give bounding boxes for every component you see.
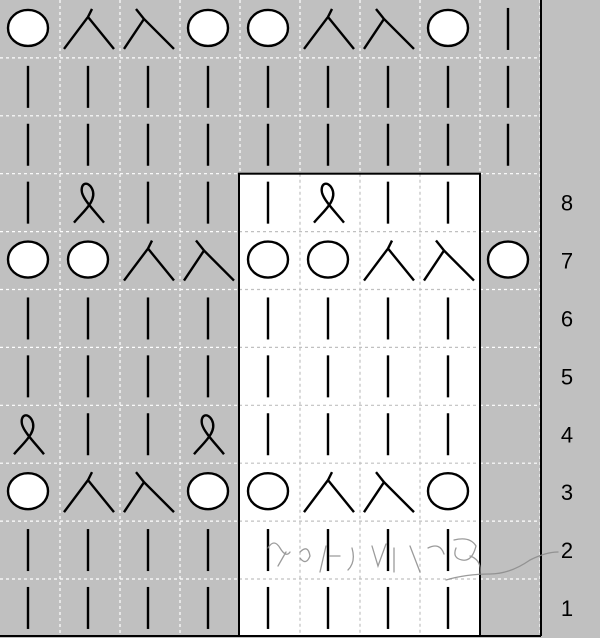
left-decrease-symbol	[183, 239, 235, 282]
yarn-over-circle-symbol	[306, 240, 350, 279]
row-number-label: 8	[561, 191, 573, 216]
right-decrease-symbol	[303, 471, 355, 513]
twisted-stitch-symbol	[73, 182, 105, 224]
row-number-label: 2	[561, 538, 573, 563]
chart-border	[0, 0, 542, 637]
yarn-over-circle-symbol	[486, 240, 530, 279]
right-decrease-symbol	[123, 240, 175, 282]
yarn-over-circle-symbol	[246, 8, 290, 48]
yarn-over-circle-symbol	[426, 471, 470, 511]
right-decrease-symbol	[63, 471, 115, 513]
yarn-over-circle-symbol	[6, 8, 50, 48]
yarn-over-circle-symbol	[66, 240, 110, 279]
right-decrease-symbol	[63, 8, 115, 50]
row-number-labels: 8 7 6 5 4 3 2 1	[561, 191, 573, 621]
yarn-over-circle-symbol	[246, 240, 290, 279]
watermark-signature-scribble	[267, 538, 559, 581]
yarn-over-circle-symbol	[186, 471, 230, 511]
twisted-stitch-symbol	[313, 182, 345, 224]
left-decrease-symbol	[123, 8, 175, 50]
row-number-label: 1	[561, 596, 573, 621]
yarn-over-circle-symbol	[246, 471, 290, 511]
left-decrease-symbol	[363, 8, 415, 50]
twisted-stitch-symbol	[193, 414, 225, 456]
left-decrease-symbol	[423, 239, 475, 282]
right-decrease-symbol	[303, 8, 355, 50]
right-decrease-symbol	[363, 240, 415, 282]
left-decrease-symbol	[363, 471, 415, 513]
stitch-symbols	[6, 7, 530, 629]
row-number-label: 4	[561, 422, 573, 447]
twisted-stitch-symbol	[13, 414, 45, 456]
yarn-over-circle-symbol	[426, 8, 470, 48]
yarn-over-circle-symbol	[6, 471, 50, 511]
row-number-label: 6	[561, 306, 573, 331]
row-number-label: 3	[561, 480, 573, 505]
row-number-label: 5	[561, 364, 573, 389]
yarn-over-circle-symbol	[6, 240, 50, 279]
yarn-over-circle-symbol	[186, 8, 230, 48]
left-decrease-symbol	[123, 471, 175, 513]
row-number-label: 7	[561, 249, 573, 274]
watermark	[267, 538, 559, 581]
